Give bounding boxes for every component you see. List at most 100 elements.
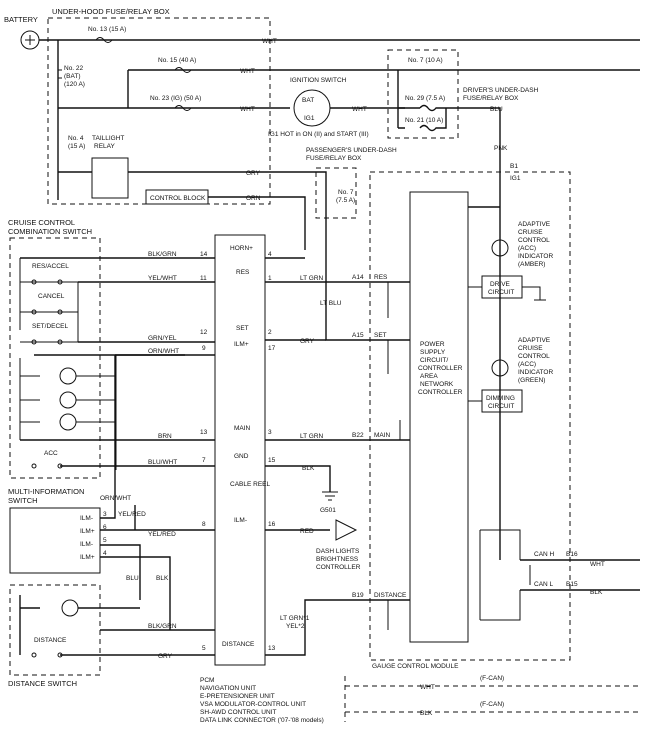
led-3-icon — [59, 413, 77, 431]
battery-symbol — [20, 30, 40, 50]
ig1-note: IG1 HOT in ON (II) and START (III) — [268, 131, 369, 138]
pin-7: 7 — [202, 457, 206, 464]
fuse-22-label: No. 22 — [64, 65, 84, 72]
fuse-29-label: No. 29 (7.5 A) — [405, 95, 445, 102]
power-supply-block — [409, 191, 469, 643]
ign-bat: BAT — [302, 97, 314, 104]
pin-b15: B15 — [566, 581, 578, 588]
ign-ig1: IG1 — [304, 115, 315, 122]
fuse-15 — [174, 67, 192, 73]
wire-gry-mid: GRY — [300, 338, 315, 345]
wire-blu: BLU — [490, 106, 503, 113]
mis-pin-5: 5 — [103, 537, 107, 544]
set-decel-label: SET/DECEL — [32, 323, 69, 330]
dist-led-icon — [61, 599, 79, 617]
list-5: SH-AWD CONTROL UNIT — [200, 709, 276, 716]
dash-label-3: CONTROLLER — [316, 564, 361, 571]
pin-2: 2 — [268, 329, 272, 336]
wire-note-b: YEL*2 — [286, 623, 305, 630]
cc-switch-label2: COMBINATION SWITCH — [8, 227, 92, 236]
gauge-label: GAUGE CONTROL MODULE — [372, 663, 459, 670]
mis-label: MULTI-INFORMATION — [8, 487, 84, 496]
dim-1: DIMMING — [486, 395, 515, 402]
pin-9: 9 — [202, 345, 206, 352]
pass-box — [315, 167, 357, 219]
fuse-22-bat: (BAT) — [64, 73, 81, 80]
acc-label: ACC — [44, 450, 58, 457]
relay-label: RELAY — [94, 143, 115, 150]
wire-can-wht: WHT — [590, 561, 605, 568]
pin-14: 14 — [200, 251, 208, 258]
amber-1: ADAPTIVE — [518, 221, 551, 228]
green-6: (GREEN) — [518, 377, 545, 384]
cancel-label: CANCEL — [38, 293, 65, 300]
pin-4: 4 — [268, 251, 272, 258]
mis-ilm-3: ILM- — [80, 541, 93, 548]
can-l-label: CAN L — [534, 581, 554, 588]
wire-wht-2: WHT — [240, 106, 255, 113]
amber-5: INDICATOR — [518, 253, 553, 260]
pin-b22: B22 — [352, 432, 364, 439]
mis-box — [9, 507, 101, 574]
mis-ilm-1: ILM- — [80, 515, 93, 522]
dash-label-2: BRIGHTNESS — [316, 556, 359, 563]
mis-pin-6: 6 — [103, 524, 107, 531]
gcm-res: RES — [374, 274, 388, 281]
green-3: CONTROL — [518, 353, 550, 360]
mis-ilm-2: ILM+ — [80, 528, 95, 535]
pin-a14: A14 — [352, 274, 364, 281]
pin-a15: A15 — [352, 332, 364, 339]
wire-wht-1: WHT — [240, 68, 255, 75]
wire-pnk: PNK — [494, 145, 508, 152]
amber-led-icon — [491, 239, 509, 257]
amber-3: CONTROL — [518, 237, 550, 244]
control-block-label: CONTROL BLOCK — [150, 195, 206, 202]
green-5: INDICATOR — [518, 369, 553, 376]
list-1: PCM — [200, 677, 214, 684]
gcm-distance: DISTANCE — [374, 592, 407, 599]
drivers-box — [387, 49, 459, 139]
wire-wht-0: WHT — [262, 38, 277, 45]
amber-6: (AMBER) — [518, 261, 545, 268]
drivers-box-label2: FUSE/RELAY BOX — [463, 95, 519, 102]
wire-orn-top: ORN — [246, 195, 261, 202]
pin-8: 8 — [202, 521, 206, 528]
gcm-main: MAIN — [374, 432, 391, 439]
drive-2: CIRCUIT — [488, 289, 514, 296]
fuse-23-label: No. 23 (IG) (50 A) — [150, 95, 201, 102]
fuse-21-label: No. 21 (10 A) — [405, 117, 443, 124]
mis-pin-3: 3 — [103, 511, 107, 518]
fuse-23 — [174, 105, 192, 111]
ignition-switch-label: IGNITION SWITCH — [290, 77, 347, 84]
underhood-box — [47, 17, 271, 205]
ps-5: AREA — [420, 373, 438, 380]
pin-b16: B16 — [566, 551, 578, 558]
wire-gry-top: GRY — [246, 170, 261, 177]
bottom-wht: WHT — [420, 684, 435, 691]
battery-label: BATTERY — [4, 15, 38, 24]
dim-2: CIRCUIT — [488, 403, 514, 410]
cc-switch-label: CRUISE CONTROL — [8, 218, 75, 227]
fuse-7-label: No. 7 (10 A) — [408, 57, 443, 64]
led-1-icon — [59, 367, 77, 385]
fuse-7b-label: No. 7 — [338, 189, 354, 196]
pin-11: 11 — [200, 275, 207, 282]
pin-ig1: IG1 — [510, 175, 521, 182]
wire-orn-wht: ORN/WHT — [148, 348, 179, 355]
ilm-plus-label: ILM+ — [234, 341, 249, 348]
can-h-label: CAN H — [534, 551, 555, 558]
ps-6: NETWORK — [420, 381, 454, 388]
res-accel-label: RES/ACCEL — [32, 263, 69, 270]
green-2: CRUISE — [518, 345, 543, 352]
wire-gry-bottom: GRY — [158, 653, 173, 660]
wire-wht-3: WHT — [352, 106, 367, 113]
amplifier-icon — [335, 519, 358, 541]
pin-3: 3 — [268, 429, 272, 436]
cable-reel — [214, 234, 266, 666]
underhood-box-label: UNDER-HOOD FUSE/RELAY BOX — [52, 7, 170, 16]
fuse-15-label: No. 15 (40 A) — [158, 57, 196, 64]
wire-lt-grn-2: LT GRN — [300, 433, 324, 440]
mis-pin-4: 4 — [103, 550, 107, 557]
list-2: NAVIGATION UNIT — [200, 685, 256, 692]
